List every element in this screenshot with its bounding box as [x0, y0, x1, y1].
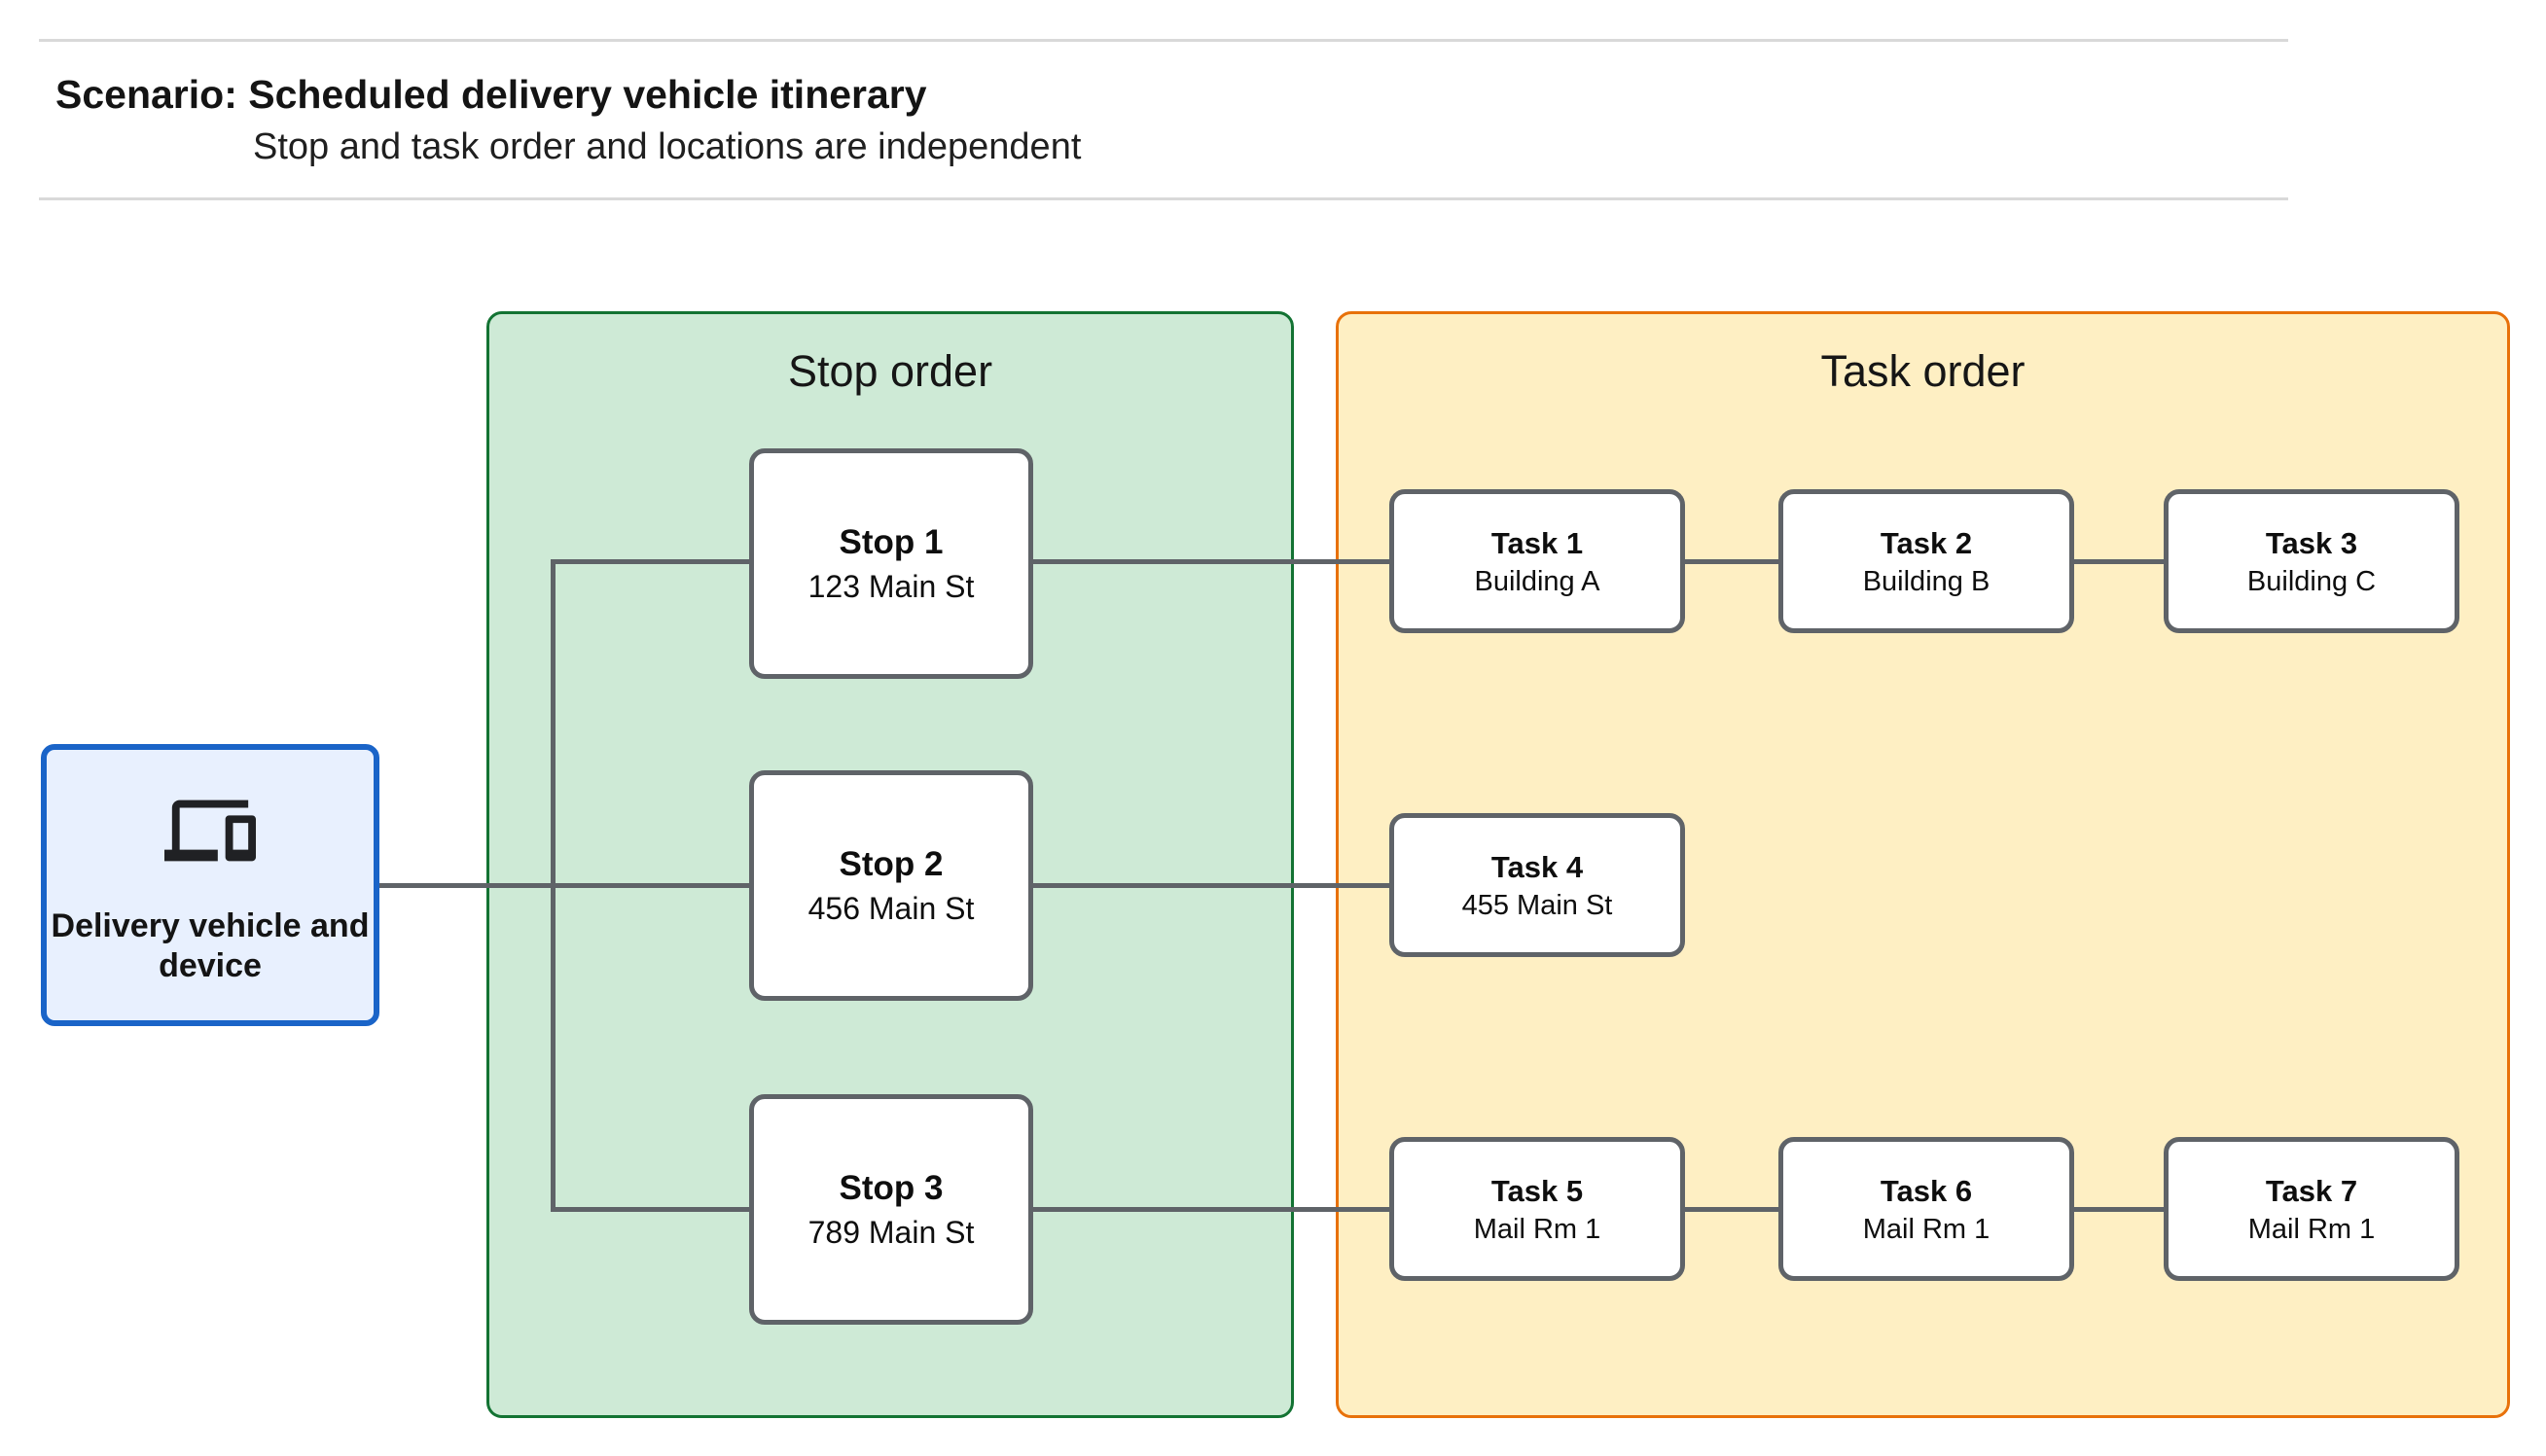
delivery-vehicle-label: Delivery vehicle and device [51, 906, 370, 984]
task-2-label: Task 2 [1880, 525, 1973, 560]
connector-line [379, 883, 749, 888]
task-7-location: Mail Rm 1 [2247, 1213, 2376, 1245]
connector-line [1033, 883, 1389, 888]
page-subtitle: Stop and task order and locations are in… [253, 126, 1082, 167]
task-6-label: Task 6 [1880, 1173, 1973, 1208]
task-3-location: Building C [2246, 565, 2377, 597]
connector-line [1033, 1207, 1389, 1212]
stop-order-panel-title: Stop order [787, 346, 993, 396]
stop-3-label: Stop 3 [839, 1169, 944, 1207]
task-1-label: Task 1 [1490, 525, 1584, 560]
connector-line [1685, 1207, 1778, 1212]
stop-2-node: Stop 2 456 Main St [749, 770, 1033, 1001]
task-4-location: 455 Main St [1461, 889, 1613, 921]
connector-line [551, 559, 749, 564]
connector-line [1685, 559, 1778, 564]
stop-2-location: 456 Main St [807, 891, 975, 926]
connector-line [551, 1207, 749, 1212]
task-5-label: Task 5 [1490, 1173, 1584, 1208]
task-1-location: Building A [1474, 565, 1600, 597]
task-5-node: Task 5 Mail Rm 1 [1389, 1137, 1685, 1281]
connector-line [2074, 559, 2164, 564]
page-title: Scenario: Scheduled delivery vehicle iti… [55, 72, 927, 117]
stop-3-location: 789 Main St [807, 1215, 975, 1250]
task-3-label: Task 3 [2265, 525, 2358, 560]
stop-3-node: Stop 3 789 Main St [749, 1094, 1033, 1325]
task-order-panel-title: Task order [1820, 346, 2026, 396]
task-7-label: Task 7 [2265, 1173, 2358, 1208]
task-2-location: Building B [1862, 565, 1990, 597]
task-7-node: Task 7 Mail Rm 1 [2164, 1137, 2459, 1281]
connector-line [1033, 559, 1389, 564]
header-divider-top [39, 39, 2288, 42]
connector-line [551, 559, 556, 1212]
task-6-location: Mail Rm 1 [1862, 1213, 1990, 1245]
header-divider-bottom [39, 197, 2288, 200]
task-4-label: Task 4 [1490, 849, 1584, 884]
task-2-node: Task 2 Building B [1778, 489, 2074, 633]
delivery-vehicle-node: Delivery vehicle and device [41, 744, 379, 1026]
devices-icon [164, 785, 256, 881]
stop-1-node: Stop 1 123 Main St [749, 448, 1033, 679]
stop-1-label: Stop 1 [839, 523, 944, 561]
task-3-node: Task 3 Building C [2164, 489, 2459, 633]
stop-2-label: Stop 2 [839, 845, 944, 883]
task-4-node: Task 4 455 Main St [1389, 813, 1685, 957]
task-5-location: Mail Rm 1 [1473, 1213, 1601, 1245]
stop-1-location: 123 Main St [807, 569, 975, 604]
task-6-node: Task 6 Mail Rm 1 [1778, 1137, 2074, 1281]
connector-line [2074, 1207, 2164, 1212]
task-1-node: Task 1 Building A [1389, 489, 1685, 633]
